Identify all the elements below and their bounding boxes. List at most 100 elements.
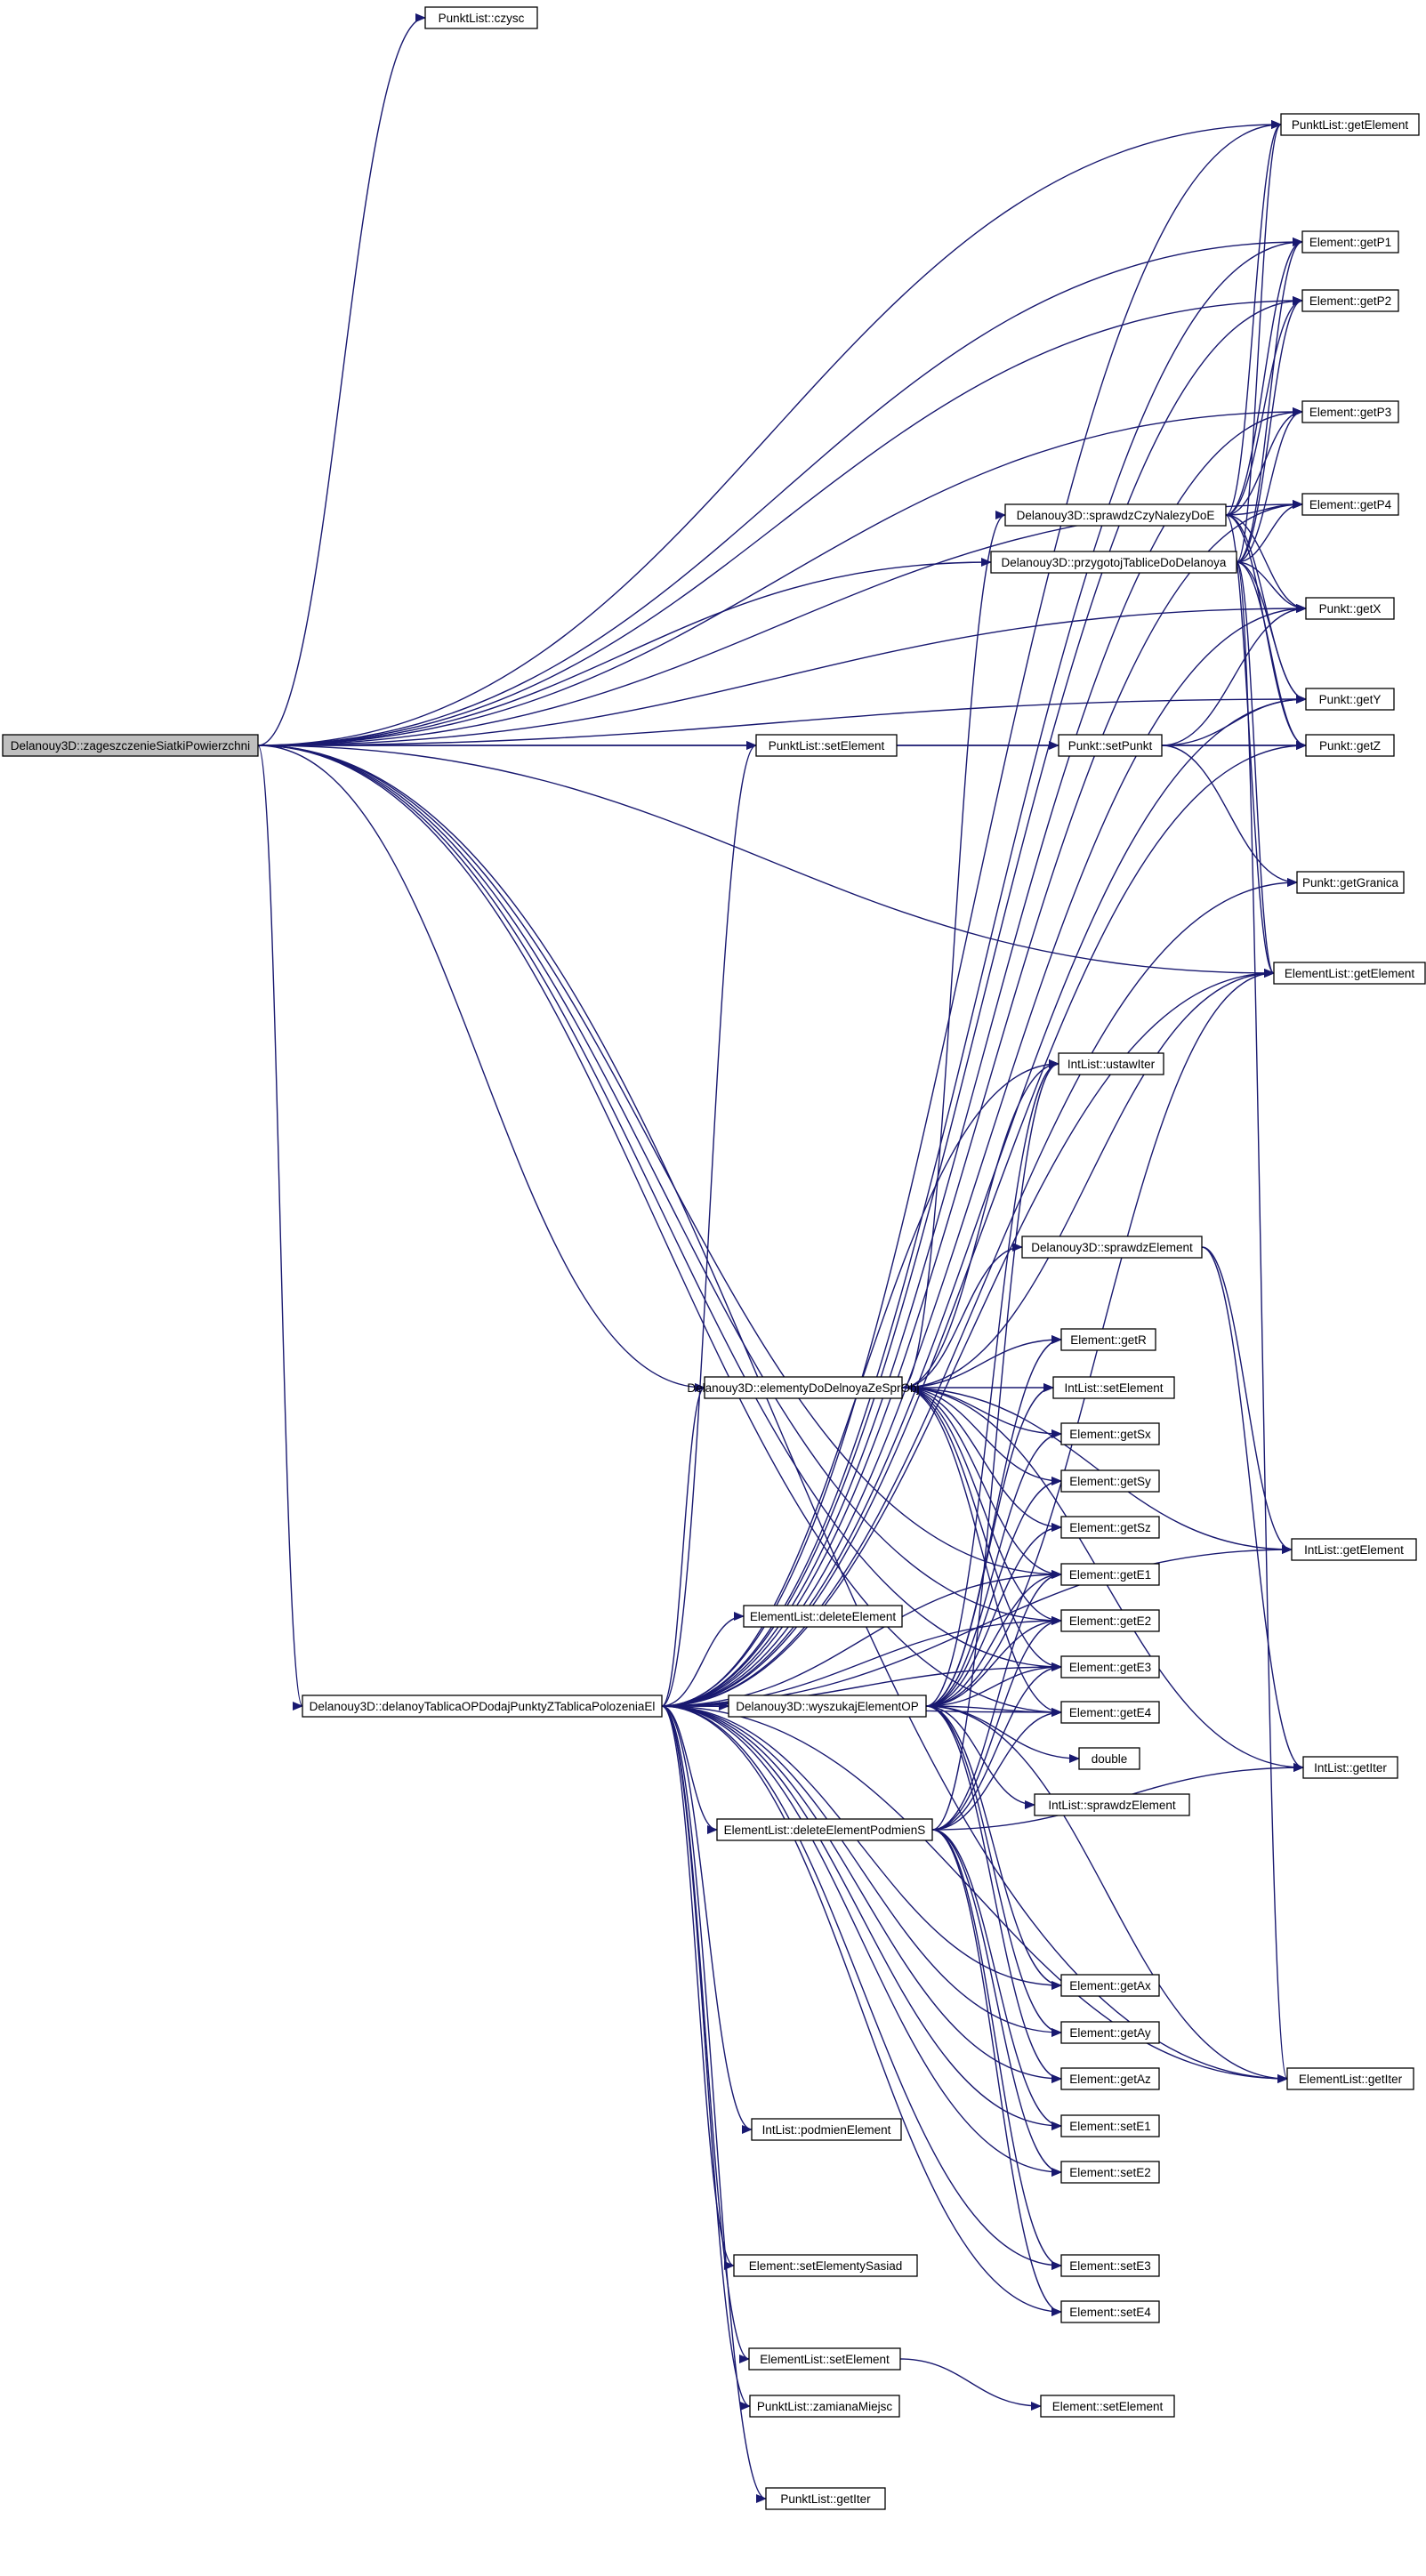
node-box — [1060, 2114, 1160, 2137]
node-label: Punkt::getZ — [1319, 739, 1381, 753]
node-wysz[interactable]: Delanouy3D::wyszukajElementOP — [728, 1695, 927, 1718]
node-root[interactable]: Delanouy3D::zageszczenieSiatkiPowierzchn… — [2, 734, 259, 757]
node-esete1[interactable]: Element::setE1 — [1060, 2114, 1160, 2137]
node-box — [1060, 1422, 1160, 1445]
edge-dtab-to-esete3 — [661, 1705, 1062, 2270]
node-eldel[interactable]: ElementList::deleteElement — [743, 1605, 903, 1628]
node-plsetel[interactable]: PunktList::setElement — [755, 734, 898, 757]
node-box — [1060, 1563, 1160, 1586]
node-eldelps[interactable]: ElementList::deleteElementPodmienS — [716, 1818, 933, 1841]
node-egetp4[interactable]: Element::getP4 — [1301, 493, 1399, 516]
edge-elsetel-to-esetel — [899, 2358, 1042, 2411]
node-box — [1060, 1328, 1156, 1351]
node-egete1[interactable]: Element::getE1 — [1060, 1563, 1160, 1586]
node-egetp1[interactable]: Element::getP1 — [1301, 230, 1399, 254]
node-pgetgr[interactable]: Punkt::getGranica — [1296, 871, 1405, 894]
node-egetp2[interactable]: Element::getP2 — [1301, 289, 1399, 312]
node-pgety[interactable]: Punkt::getY — [1305, 688, 1395, 711]
node-egetr[interactable]: Element::getR — [1060, 1328, 1156, 1351]
edge-wysz-to-egetaz — [925, 1705, 1062, 2083]
node-spr[interactable]: Delanouy3D::sprawdzCzyNalezyDoE — [1004, 503, 1227, 527]
edge-elem-to-egetsy — [901, 1387, 1062, 1485]
node-egete2[interactable]: Element::getE2 — [1060, 1609, 1160, 1632]
edge-root-to-egete4 — [257, 745, 1062, 1717]
node-plzam[interactable]: PunktList::zamianaMiejsc — [749, 2395, 900, 2418]
node-box — [755, 734, 898, 757]
node-label: Delanouy3D::delanoyTablicaOPDodajPunktyZ… — [310, 1700, 656, 1713]
node-label: IntList::podmienElement — [762, 2123, 891, 2137]
node-elgetiter[interactable]: ElementList::getIter — [1286, 2067, 1414, 2090]
node-box — [728, 1695, 927, 1718]
node-przyg[interactable]: Delanouy3D::przygotojTabliceDoDelanoya — [990, 551, 1237, 574]
node-pgetx[interactable]: Punkt::getX — [1305, 597, 1395, 620]
node-box — [1052, 1376, 1175, 1399]
node-label: Element::getSy — [1069, 1475, 1151, 1488]
node-box — [1305, 688, 1395, 711]
node-box — [2, 734, 259, 757]
node-ilsetel[interactable]: IntList::setElement — [1052, 1376, 1175, 1399]
edge-wysz-to-egetsy — [925, 1477, 1062, 1707]
node-egetsx[interactable]: Element::getSx — [1060, 1422, 1160, 1445]
edge-psetp-to-pgety — [1161, 695, 1307, 746]
node-elgetel[interactable]: ElementList::getElement — [1273, 962, 1426, 985]
edge-elem-to-elgetel — [901, 969, 1275, 1389]
node-esete2[interactable]: Element::setE2 — [1060, 2161, 1160, 2184]
edge-dtab-to-elem — [661, 1383, 705, 1707]
node-box — [733, 2254, 918, 2277]
node-ilsprel[interactable]: IntList::sprawdzElement — [1034, 1793, 1190, 1816]
node-egete3[interactable]: Element::getE3 — [1060, 1655, 1160, 1678]
node-label: Punkt::getGranica — [1302, 876, 1399, 890]
node-box — [1060, 2067, 1160, 2090]
node-egetsz[interactable]: Element::getSz — [1060, 1516, 1160, 1539]
node-ilust[interactable]: IntList::ustawIter — [1058, 1052, 1164, 1075]
node-egete4[interactable]: Element::getE4 — [1060, 1701, 1160, 1724]
node-ilpodm[interactable]: IntList::podmienElement — [751, 2118, 902, 2141]
node-plczysc[interactable]: PunktList::czysc — [424, 6, 538, 29]
node-label: Punkt::getY — [1319, 693, 1382, 706]
node-egetsy[interactable]: Element::getSy — [1060, 1469, 1160, 1493]
edge-spr-to-pgetx — [1225, 514, 1307, 613]
node-esetel[interactable]: Element::setElement — [1040, 2395, 1175, 2418]
edge-eldelps-to-esete3 — [931, 1829, 1062, 2270]
node-box — [1302, 1756, 1398, 1779]
node-box — [1078, 1747, 1140, 1770]
edge-elem-to-egete4 — [901, 1387, 1062, 1717]
edge-eldelps-to-egete4 — [931, 1708, 1062, 1831]
edge-psetp-to-pgetx — [1161, 604, 1307, 746]
edge-elem-to-egete3 — [901, 1387, 1062, 1671]
edge-elem-to-sprel — [901, 1243, 1023, 1389]
nodes-layer: Delanouy3D::zageszczenieSiatkiPowierzchn… — [2, 6, 1426, 2510]
edge-root-to-pgetx — [257, 604, 1307, 746]
node-plgetiter[interactable]: PunktList::getIter — [765, 2487, 886, 2510]
node-egetay[interactable]: Element::getAy — [1060, 2021, 1160, 2044]
node-ilgetiter[interactable]: IntList::getIter — [1302, 1756, 1398, 1779]
node-esetsas[interactable]: Element::setElementySasiad — [733, 2254, 918, 2277]
node-plgetel[interactable]: PunktList::getElement — [1280, 113, 1420, 136]
node-box — [1301, 493, 1399, 516]
node-ilgetel[interactable]: IntList::getElement — [1291, 1538, 1417, 1561]
edge-wysz-to-ilsetel — [925, 1383, 1054, 1707]
node-box — [1060, 2021, 1160, 2044]
edge-root-to-elem — [257, 745, 705, 1392]
node-dtab[interactable]: Delanouy3D::delanoyTablicaOPDodajPunktyZ… — [302, 1695, 663, 1718]
edge-wysz-to-elgetiter — [925, 1705, 1288, 2083]
node-egetaz[interactable]: Element::getAz — [1060, 2067, 1160, 2090]
edge-root-to-dtab — [257, 745, 303, 1711]
edge-eldelps-to-esete1 — [931, 1829, 1062, 2130]
node-esete3[interactable]: Element::setE3 — [1060, 2254, 1160, 2277]
node-esete4[interactable]: Element::setE4 — [1060, 2300, 1160, 2323]
node-psetp[interactable]: Punkt::setPunkt — [1058, 734, 1163, 757]
node-sprel[interactable]: Delanouy3D::sprawdzElement — [1021, 1236, 1203, 1259]
node-elem[interactable]: Delanouy3D::elementyDoDelnoyaZeSprObj — [687, 1376, 920, 1399]
node-label: Element::getE4 — [1069, 1706, 1152, 1719]
node-box — [749, 2395, 900, 2418]
node-dbl[interactable]: double — [1078, 1747, 1140, 1770]
node-label: IntList::getIter — [1314, 1761, 1387, 1775]
node-pgetz[interactable]: Punkt::getZ — [1305, 734, 1395, 757]
node-egetp3[interactable]: Element::getP3 — [1301, 400, 1399, 423]
node-elsetel[interactable]: ElementList::setElement — [748, 2347, 901, 2371]
node-egetax[interactable]: Element::getAx — [1060, 1974, 1160, 1997]
node-label: IntList::setElement — [1064, 1381, 1163, 1395]
edge-sprel-to-ilgetiter — [1201, 1246, 1304, 1772]
edge-eldelps-to-egete2 — [931, 1616, 1062, 1831]
